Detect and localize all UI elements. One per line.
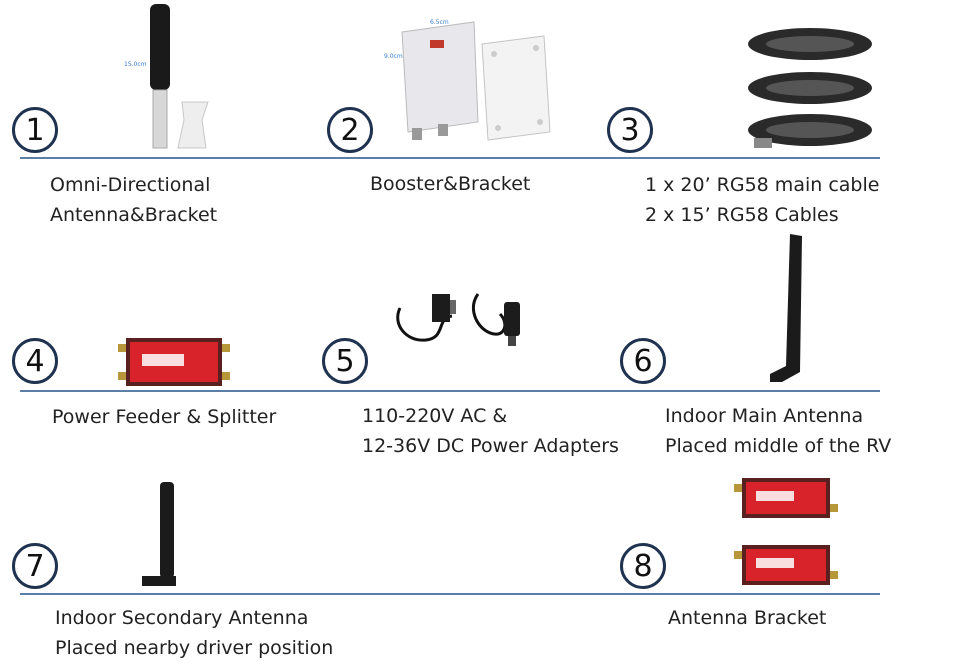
item-label-6-line-2: Placed middle of the RV [665,435,892,457]
item-label-8: Antenna Bracket [668,603,826,633]
item-label-4: Power Feeder & Splitter [52,402,276,432]
antenna-bracket-image-bottom [734,545,838,585]
item-label-2-line-1: Booster&Bracket [370,173,531,195]
item-number-4: 4 [12,338,58,384]
divider-line-row1 [20,157,880,159]
svg-text:6.5cm: 6.5cm [430,19,449,26]
item-label-1-line-1: Omni-Directional [50,174,211,196]
item-number-1: 1 [12,107,58,153]
item-label-2: Booster&Bracket [370,169,530,199]
omni-antenna-image: 15.0cm [124,4,209,149]
divider-line-row2 [20,390,880,392]
item-label-4-line-1: Power Feeder & Splitter [52,406,277,428]
item-number-5: 5 [322,338,368,384]
coiled-cables-image [748,28,872,148]
item-label-3: 1 x 20’ RG58 main cable 2 x 15’ RG58 Cab… [645,170,879,230]
item-label-3-line-1: 1 x 20’ RG58 main cable [645,174,880,196]
power-splitter-image [118,338,230,386]
item-label-5-line-1: 110-220V AC & [362,405,508,427]
item-label-7-line-2: Placed nearby driver position [55,637,334,659]
item-label-8-line-1: Antenna Bracket [668,607,827,629]
item-label-1: Omni-Directional Antenna&Bracket [50,170,217,230]
item-label-5: 110-220V AC & 12-36V DC Power Adapters [362,401,619,461]
indoor-secondary-antenna-image [142,482,176,586]
indoor-main-antenna-image [770,234,802,382]
item-label-3-line-2: 2 x 15’ RG58 Cables [645,204,839,226]
svg-text:15.0cm: 15.0cm [124,61,147,68]
item-label-1-line-2: Antenna&Bracket [50,204,218,226]
item-number-6: 6 [620,338,666,384]
svg-text:9.0cm: 9.0cm [384,53,403,60]
item-label-7-line-1: Indoor Secondary Antenna [55,607,309,629]
item-label-5-line-2: 12-36V DC Power Adapters [362,435,619,457]
power-adapters-image [396,293,520,346]
divider-line-row3 [20,593,880,595]
item-label-7: Indoor Secondary Antenna Placed nearby d… [55,603,333,663]
item-label-6: Indoor Main Antenna Placed middle of the… [665,401,891,461]
item-label-6-line-1: Indoor Main Antenna [665,405,864,427]
item-number-2: 2 [327,107,373,153]
booster-image: 6.5cm 9.0cm [384,19,551,141]
item-number-7: 7 [12,543,58,589]
item-number-3: 3 [607,107,653,153]
antenna-bracket-image-top [734,478,838,518]
item-number-8: 8 [620,543,666,589]
